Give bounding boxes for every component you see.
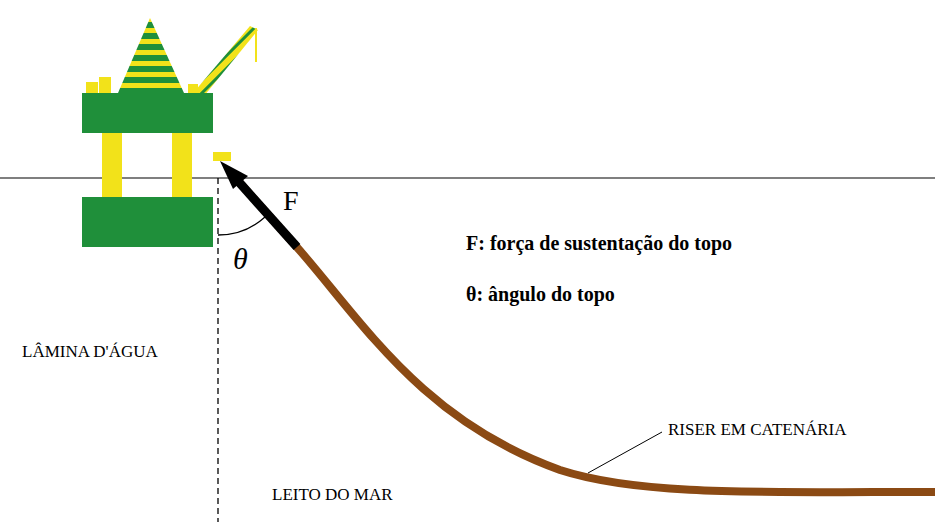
column — [102, 133, 122, 197]
region-label: LEITO DO MAR — [272, 486, 393, 505]
force-arrowhead — [220, 161, 248, 189]
vertical-reference — [217, 178, 218, 522]
angle-arc — [218, 217, 265, 235]
column — [172, 133, 192, 197]
fairlead — [213, 152, 231, 161]
derrick — [118, 18, 184, 93]
water-surface — [0, 177, 935, 178]
crane-boom — [194, 26, 258, 96]
region-label: LÂMINA D'ÁGUA — [22, 343, 158, 362]
angle-symbol: θ — [233, 242, 248, 275]
deck-module — [188, 84, 198, 94]
legend-note: F: força de sustentação do topo — [466, 232, 732, 254]
riser — [232, 174, 935, 492]
part-label: RISER EM CATENÁRIA — [668, 421, 847, 440]
deck — [82, 93, 213, 133]
platform — [82, 18, 258, 247]
force-symbol: F — [283, 186, 299, 217]
deck-module — [99, 77, 111, 94]
deck-module — [86, 82, 98, 94]
pontoon — [82, 197, 213, 247]
crane-cable — [255, 28, 257, 62]
legend-note: θ: ângulo do topo — [466, 283, 615, 305]
leader-line — [588, 432, 662, 473]
